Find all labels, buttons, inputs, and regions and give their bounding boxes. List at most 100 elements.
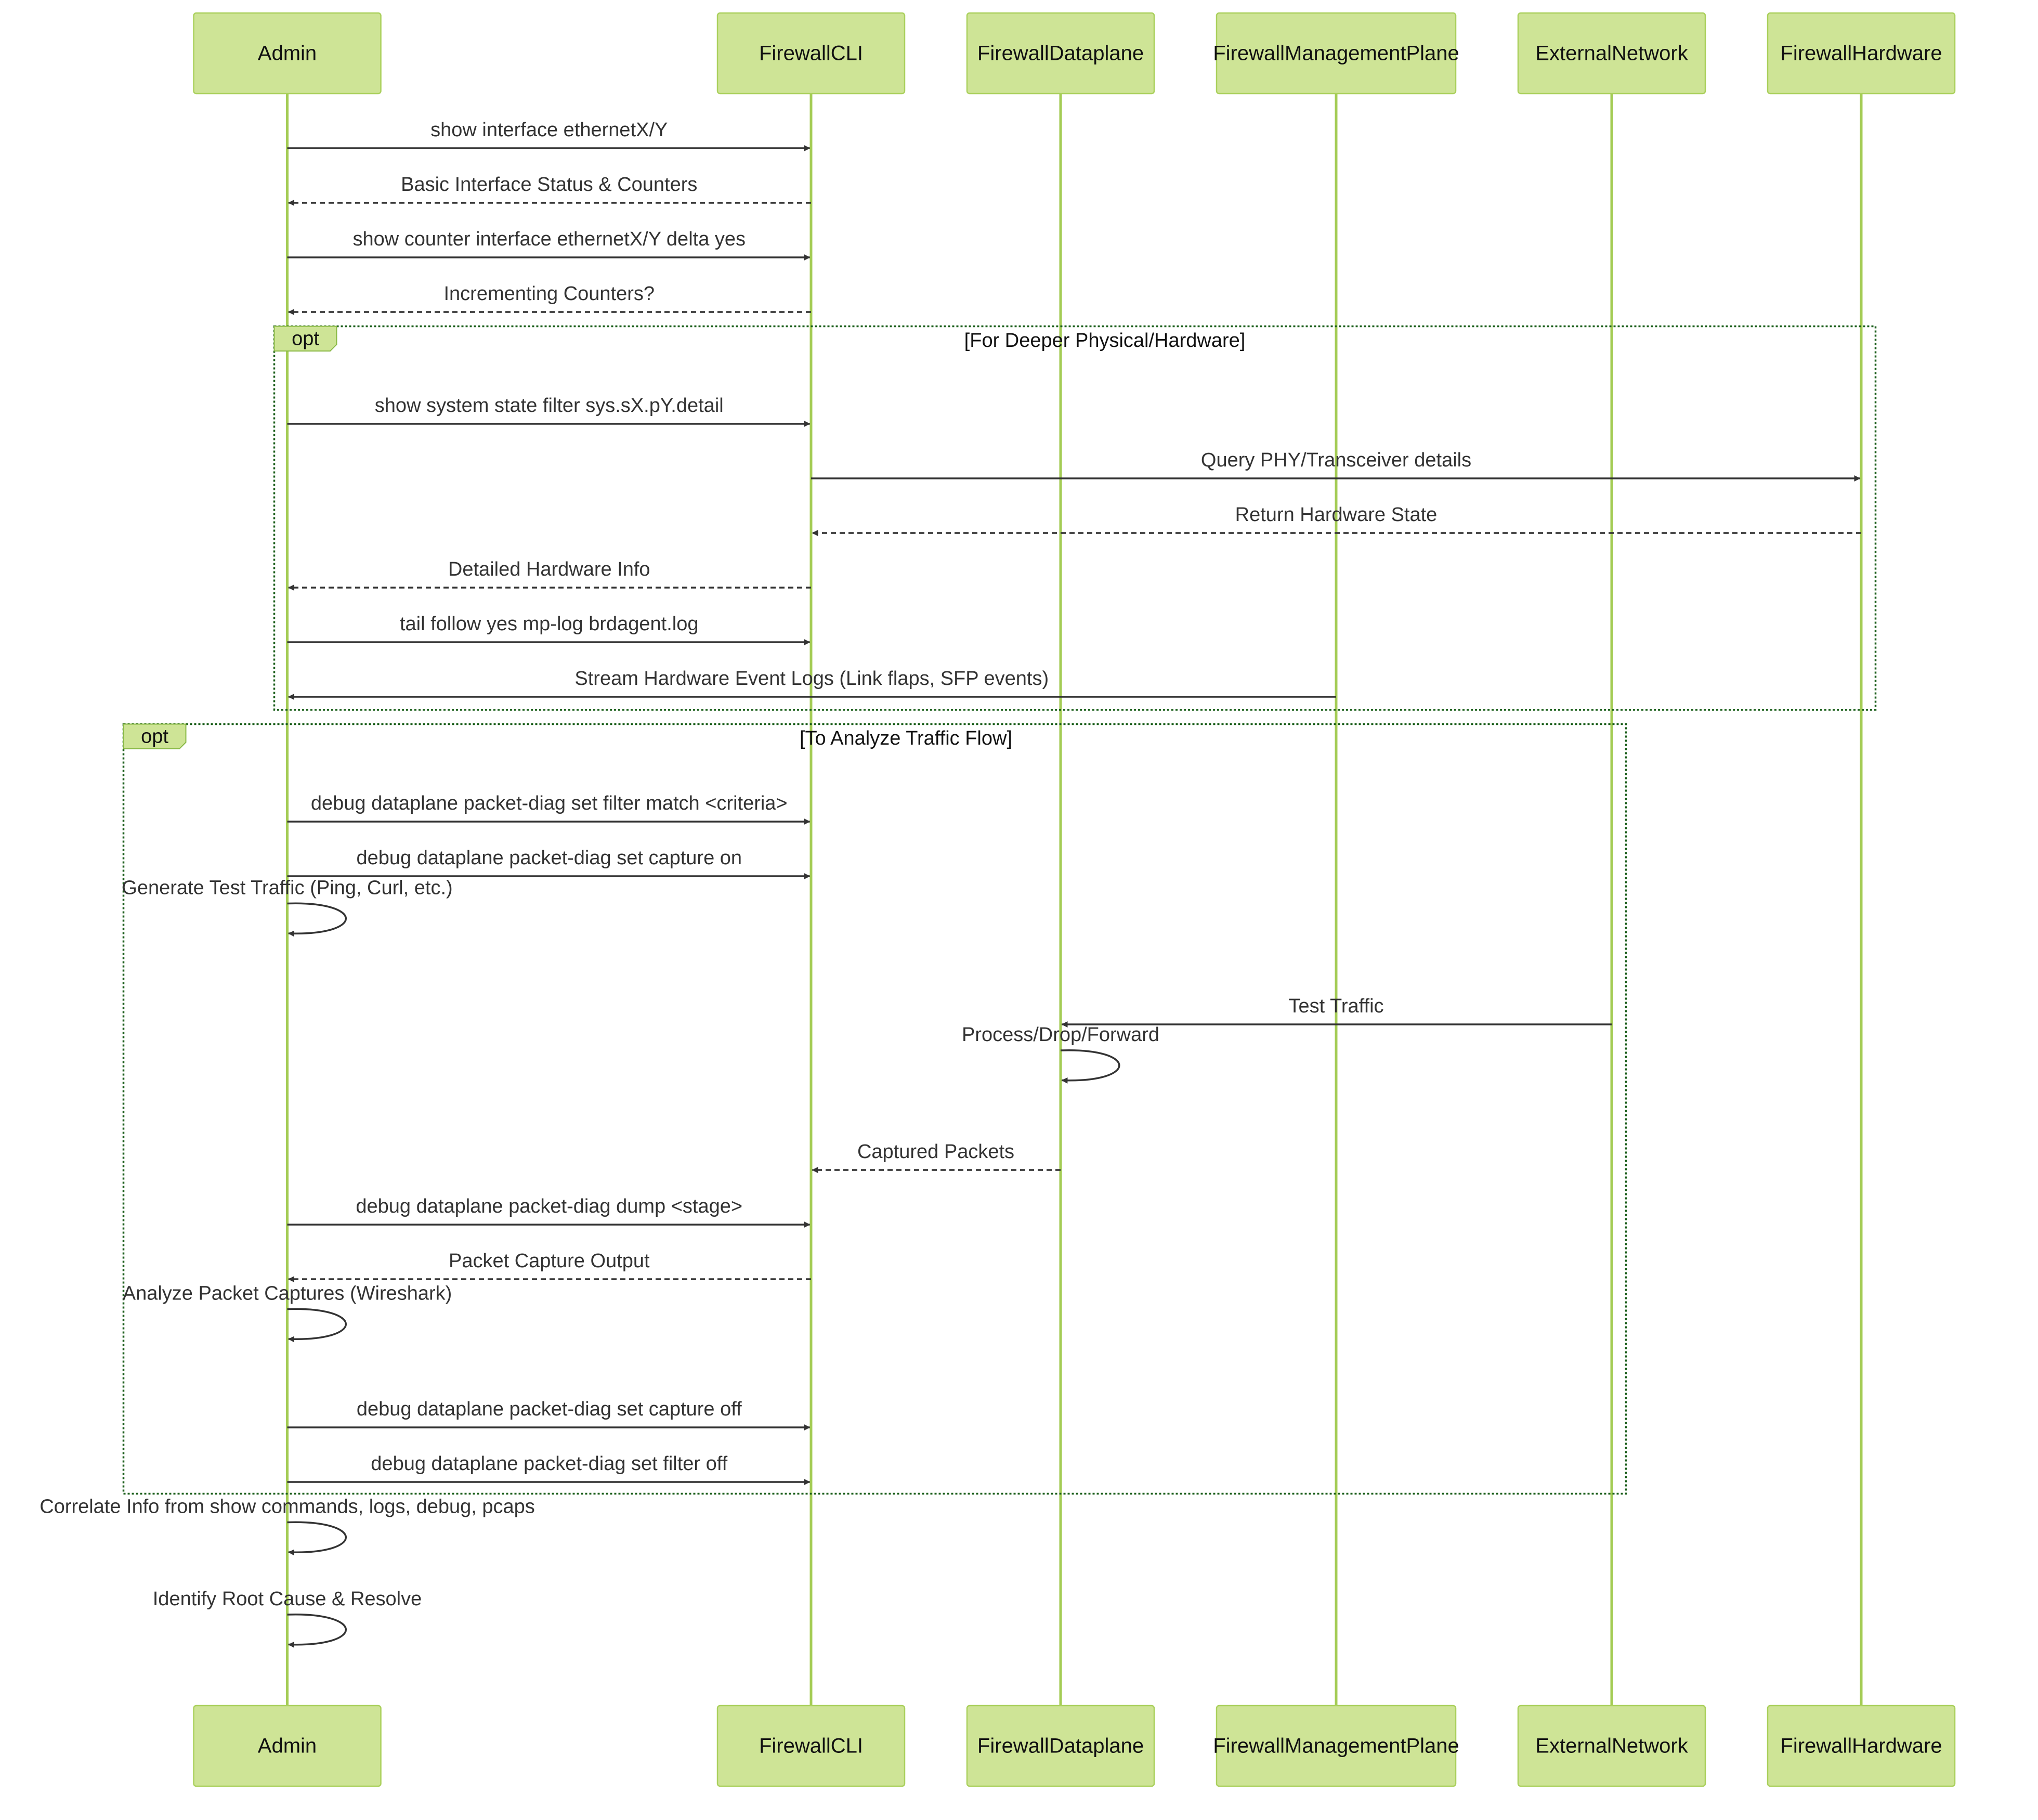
fragment-condition: [To Analyze Traffic Flow] bbox=[800, 727, 1012, 749]
message-1: show interface ethernetX/Y bbox=[287, 119, 811, 151]
message-15: Process/Drop/Forward bbox=[962, 1024, 1159, 1084]
message-label: Return Hardware State bbox=[1235, 504, 1438, 526]
message-label: debug dataplane packet-diag set filter m… bbox=[311, 792, 788, 814]
actor-rect bbox=[1767, 1705, 1956, 1787]
message-21: debug dataplane packet-diag set filter o… bbox=[287, 1453, 811, 1485]
message-7: Return Hardware State bbox=[812, 504, 1861, 536]
fragment-frame bbox=[273, 325, 1877, 711]
message-label: debug dataplane packet-diag set capture … bbox=[356, 847, 742, 869]
message-10: Stream Hardware Event Logs (Link flaps, … bbox=[288, 668, 1336, 700]
fragments: opt [For Deeper Physical/Hardware] opt [To … bbox=[122, 325, 1877, 1495]
fragment-tab bbox=[273, 326, 337, 352]
message-22: Correlate Info from show commands, logs,… bbox=[40, 1496, 535, 1556]
fragment-keyword: opt bbox=[141, 725, 168, 747]
actor-rect bbox=[966, 1705, 1155, 1787]
message-19: Analyze Packet Captures (Wireshark) bbox=[123, 1283, 452, 1343]
message-14: Test Traffic bbox=[1061, 995, 1612, 1028]
message-label: Packet Capture Output bbox=[449, 1250, 650, 1272]
actor-label: FirewallDataplane bbox=[977, 42, 1144, 65]
actor-label: ExternalNetwork bbox=[1535, 1735, 1688, 1758]
actor-rect bbox=[193, 12, 382, 95]
actor-box-mp-bottom: FirewallManagementPlane bbox=[1213, 1705, 1459, 1787]
message-label: debug dataplane packet-diag set filter o… bbox=[371, 1453, 727, 1475]
message-13: Generate Test Traffic (Ping, Curl, etc.) bbox=[122, 877, 453, 937]
actor-label: FirewallCLI bbox=[759, 1735, 863, 1758]
opt-fragment-2: opt [To Analyze Traffic Flow] bbox=[122, 723, 1627, 1495]
actor-box-dp-top: FirewallDataplane bbox=[966, 12, 1155, 95]
message-label: Correlate Info from show commands, logs,… bbox=[40, 1496, 535, 1518]
actor-rect bbox=[1767, 12, 1956, 95]
actor-box-admin-bottom: Admin bbox=[193, 1705, 382, 1787]
message-18: Packet Capture Output bbox=[288, 1250, 811, 1282]
actor-label: FirewallHardware bbox=[1780, 1735, 1942, 1758]
actor-box-ext-bottom: ExternalNetwork bbox=[1517, 1705, 1706, 1787]
fragment-condition: [For Deeper Physical/Hardware] bbox=[964, 330, 1246, 352]
actor-rect bbox=[193, 1705, 382, 1787]
message-9: tail follow yes mp-log brdagent.log bbox=[287, 613, 811, 645]
message-17: debug dataplane packet-diag dump <stage> bbox=[287, 1195, 811, 1228]
message-label: debug dataplane packet-diag set capture … bbox=[357, 1398, 742, 1420]
actor-label: Admin bbox=[258, 42, 317, 65]
message-label: tail follow yes mp-log brdagent.log bbox=[400, 613, 699, 635]
message-label: Query PHY/Transceiver details bbox=[1201, 449, 1471, 471]
actor-box-dp-bottom: FirewallDataplane bbox=[966, 1705, 1155, 1787]
message-12: debug dataplane packet-diag set capture … bbox=[287, 847, 811, 879]
self-message-arrow bbox=[1060, 1049, 1120, 1084]
actor-box-hw-bottom: FirewallHardware bbox=[1767, 1705, 1956, 1787]
message-label: Identify Root Cause & Resolve bbox=[153, 1588, 422, 1610]
self-message-arrow bbox=[287, 1614, 347, 1648]
message-label: Captured Packets bbox=[857, 1141, 1014, 1163]
actor-rect bbox=[966, 12, 1155, 95]
message-label: Generate Test Traffic (Ping, Curl, etc.) bbox=[122, 877, 452, 899]
actor-label: FirewallDataplane bbox=[977, 1735, 1144, 1758]
actor-rect bbox=[716, 1705, 906, 1787]
message-label: Stream Hardware Event Logs (Link flaps, … bbox=[574, 668, 1049, 690]
message-label: Basic Interface Status & Counters bbox=[401, 174, 697, 196]
actor-rect bbox=[1517, 12, 1706, 95]
message-label: Detailed Hardware Info bbox=[448, 558, 650, 580]
message-20: debug dataplane packet-diag set capture … bbox=[287, 1398, 811, 1431]
actor-box-cli-top: FirewallCLI bbox=[716, 12, 906, 95]
actor-box-ext-top: ExternalNetwork bbox=[1517, 12, 1706, 95]
message-3: show counter interface ethernetX/Y delta… bbox=[287, 228, 811, 261]
message-label: show counter interface ethernetX/Y delta… bbox=[352, 228, 746, 250]
actor-box-hw-top: FirewallHardware bbox=[1767, 12, 1956, 95]
actor-box-admin-top: Admin bbox=[193, 12, 382, 95]
message-11: debug dataplane packet-diag set filter m… bbox=[287, 792, 811, 825]
fragment-frame bbox=[122, 723, 1627, 1495]
actors: AdminAdminFirewallCLIFirewallCLIFirewall… bbox=[193, 12, 1956, 1787]
message-2: Basic Interface Status & Counters bbox=[288, 174, 811, 206]
message-5: show system state filter sys.sX.pY.detai… bbox=[287, 395, 811, 427]
message-6: Query PHY/Transceiver details bbox=[811, 449, 1861, 482]
actor-box-cli-bottom: FirewallCLI bbox=[716, 1705, 906, 1787]
fragment-keyword: opt bbox=[292, 328, 319, 349]
actor-rect bbox=[1216, 1705, 1457, 1787]
actor-label: Admin bbox=[258, 1735, 317, 1758]
actor-label: FirewallManagementPlane bbox=[1213, 42, 1459, 65]
actor-rect bbox=[716, 12, 906, 95]
message-label: debug dataplane packet-diag dump <stage> bbox=[356, 1195, 742, 1217]
message-4: Incrementing Counters? bbox=[288, 283, 811, 315]
message-label: Process/Drop/Forward bbox=[962, 1024, 1159, 1046]
opt-fragment-1: opt [For Deeper Physical/Hardware] bbox=[273, 325, 1877, 711]
message-label: Analyze Packet Captures (Wireshark) bbox=[123, 1283, 452, 1305]
actor-label: FirewallHardware bbox=[1780, 42, 1942, 65]
actor-label: ExternalNetwork bbox=[1535, 42, 1688, 65]
messages: show interface ethernetX/Y Basic Interfac… bbox=[40, 119, 1861, 1648]
message-8: Detailed Hardware Info bbox=[288, 558, 811, 591]
lifelines bbox=[286, 94, 1863, 1706]
message-label: show interface ethernetX/Y bbox=[430, 119, 668, 141]
message-label: Incrementing Counters? bbox=[443, 283, 655, 305]
self-message-arrow bbox=[287, 1521, 347, 1556]
actor-rect bbox=[1517, 1705, 1706, 1787]
self-message-arrow bbox=[287, 1308, 347, 1343]
actor-label: FirewallManagementPlane bbox=[1213, 1735, 1459, 1758]
actor-label: FirewallCLI bbox=[759, 42, 863, 65]
message-label: Test Traffic bbox=[1288, 995, 1383, 1017]
actor-box-mp-top: FirewallManagementPlane bbox=[1213, 12, 1459, 95]
message-16: Captured Packets bbox=[812, 1141, 1061, 1173]
message-23: Identify Root Cause & Resolve bbox=[153, 1588, 422, 1648]
message-label: show system state filter sys.sX.pY.detai… bbox=[375, 395, 724, 417]
actor-rect bbox=[1216, 12, 1457, 95]
